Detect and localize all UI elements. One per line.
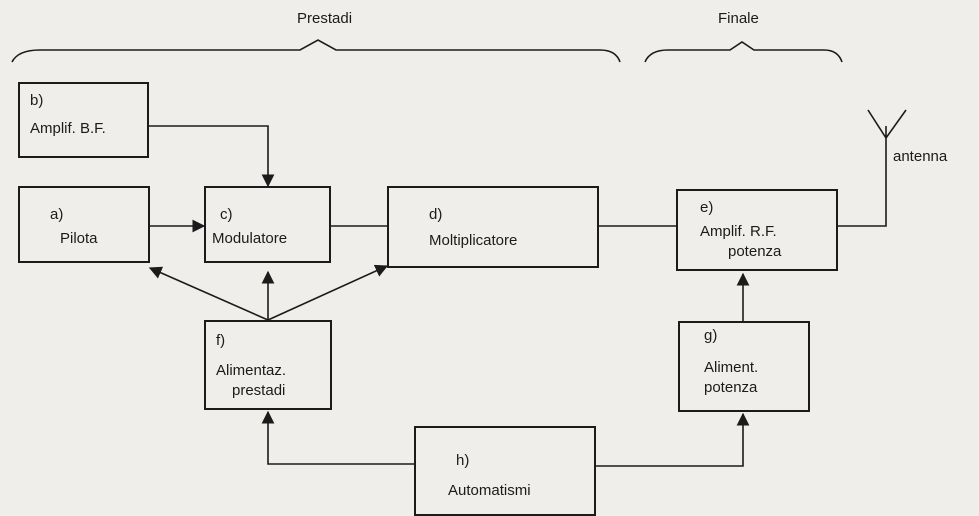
block-letter: a) [50,206,64,223]
block-modulatore: c) Modulatore [204,186,331,263]
block-letter: d) [429,206,443,223]
block-letter: f) [216,332,226,349]
block-amplif-bf: b) Amplif. B.F. [18,82,149,158]
block-amplif-rf-potenza: e) Amplif. R.F. potenza [676,189,838,271]
block-title: Moltiplicatore [429,232,518,249]
block-moltiplicatore: d) Moltiplicatore [387,186,599,268]
wire-h-to-f [261,410,414,465]
block-title: Amplif. B.F. [30,120,106,137]
block-letter: b) [30,92,44,109]
block-letter: g) [704,327,718,344]
block-title: Pilota [60,230,98,247]
block-title-line2: potenza [728,243,782,260]
prestadi-label: Prestadi [297,10,353,27]
block-alimentaz-prestadi: f) Alimentaz. prestadi [204,320,332,410]
block-letter: c) [220,206,233,223]
block-aliment-potenza: g) Aliment. potenza [678,321,810,412]
finale-brace [644,41,843,63]
block-title-line2: prestadi [232,382,286,399]
block-title: Modulatore [212,230,288,247]
block-pilota: a) Pilota [18,186,150,263]
prestadi-brace [11,39,621,63]
block-title-line1: Alimentaz. [216,362,287,379]
finale-label: Finale [718,10,759,27]
wire-e-to-antenna [838,138,887,227]
wire-h-to-g [596,412,750,467]
block-title-line2: potenza [704,379,758,396]
antenna-icon [867,109,907,139]
wire-f-to-d [267,264,389,321]
block-letter: e) [700,199,714,216]
block-automatismi: h) Automatismi [414,426,596,516]
block-title-line1: Aliment. [704,359,759,376]
antenna-label: antenna [893,148,948,165]
wire-b-to-c [149,125,275,188]
block-letter: h) [456,452,470,469]
block-title: Automatismi [448,482,531,499]
wire-f-to-a [148,266,269,321]
block-title-line1: Amplif. R.F. [700,223,777,240]
